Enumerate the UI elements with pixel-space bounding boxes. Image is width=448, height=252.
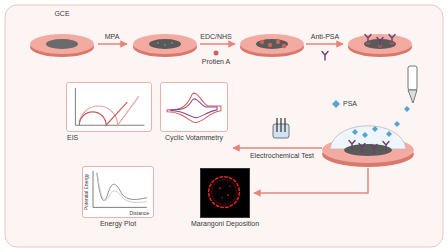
illustration-part <box>352 129 358 135</box>
illustration-part <box>408 90 417 103</box>
plot-panel: Energy PlotPotential EnergyDistance <box>82 166 154 218</box>
plot-panel: Cyclic Votammetry <box>160 82 228 132</box>
illustration-part <box>377 38 383 47</box>
illustration-part <box>79 96 139 125</box>
illustration-part <box>282 44 286 48</box>
illustration-part <box>394 121 400 127</box>
illustration-part <box>79 102 127 125</box>
illustration-part <box>149 39 181 49</box>
illustration-part <box>404 106 410 112</box>
node-label: Energy Plot <box>100 220 136 228</box>
analyte-label: PSA <box>343 100 357 108</box>
illustration-part <box>362 132 368 138</box>
illustration-part <box>306 43 343 45</box>
illustration-part <box>75 88 144 125</box>
reagent-label: MPA <box>105 33 120 41</box>
image-panel: Marangoni Deposition <box>200 168 250 218</box>
illustration-part <box>167 93 221 122</box>
reagent-label: EDC/NHS <box>200 33 232 41</box>
illustration-part <box>46 39 78 49</box>
illustration-part <box>98 43 127 45</box>
eis-plot <box>67 83 151 131</box>
illustration-part <box>93 171 147 208</box>
illustration-part <box>227 194 229 196</box>
illustration-part <box>260 40 264 44</box>
illustration-part <box>5 5 443 247</box>
axis-label: Distance <box>130 210 149 216</box>
illustration-part <box>372 126 378 132</box>
illustration-part <box>383 142 389 151</box>
marangoni-image <box>201 169 249 217</box>
illustration-part <box>171 99 217 118</box>
illustration-part <box>214 51 219 56</box>
illustration-part <box>229 186 231 188</box>
illustration-part <box>219 187 221 189</box>
illustration-part <box>386 131 392 137</box>
illustration-part <box>268 43 272 47</box>
illustration-part <box>332 100 340 108</box>
node-label: Marangoni Deposition <box>191 220 259 228</box>
energy-curve <box>83 167 153 217</box>
illustration-part <box>277 118 285 132</box>
illustration-part <box>233 147 322 149</box>
illustration-part <box>344 144 392 156</box>
illustration-part <box>212 180 237 205</box>
illustration-part <box>348 34 412 54</box>
illustration-part <box>98 177 147 203</box>
node-label: EIS <box>67 134 78 142</box>
cv-plot <box>161 83 227 131</box>
illustration-part <box>240 34 304 54</box>
electrode-stage: GCE <box>30 10 94 54</box>
illustration-part <box>256 39 288 49</box>
illustration-part <box>359 144 365 153</box>
illustration-part <box>164 44 166 46</box>
plot-panel: EIS <box>66 82 152 132</box>
illustration-part <box>389 35 395 44</box>
illustration-part <box>349 141 355 150</box>
illustration-part <box>371 145 377 154</box>
illustration-part <box>408 66 417 90</box>
illustration-part <box>157 42 159 44</box>
node-label: GCE <box>54 10 69 18</box>
illustration-part <box>171 42 173 44</box>
illustration-part <box>209 177 240 208</box>
illustration-part <box>276 40 280 44</box>
node-label: Cyclic Votammetry <box>165 134 223 142</box>
step-label: Electrochemical Test <box>250 152 314 160</box>
illustration-part <box>254 168 368 193</box>
illustration-part <box>200 43 235 45</box>
illustration-part <box>365 35 371 44</box>
illustration-part <box>221 197 223 199</box>
reagent-label: Protien A <box>202 58 230 66</box>
illustration-part <box>30 34 94 54</box>
reagent-label: Anti-PSA <box>311 33 339 41</box>
illustration-part <box>133 34 197 54</box>
axis-label: Potential Energy <box>83 172 89 212</box>
illustration-part <box>322 52 328 61</box>
